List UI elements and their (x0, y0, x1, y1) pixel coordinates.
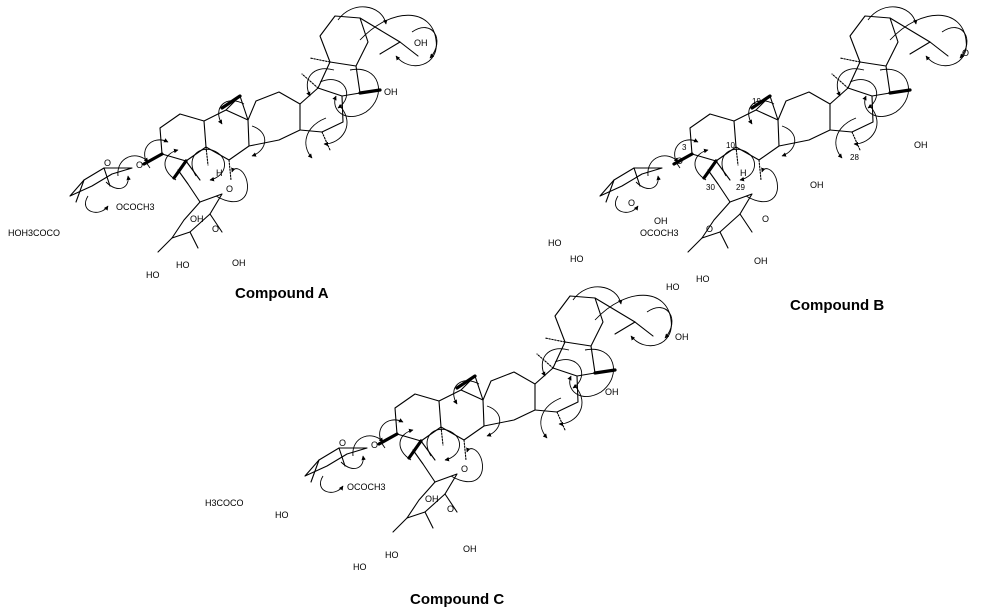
compound-a-label-10: OH (232, 258, 246, 268)
compound-b-label-21: 28 (850, 153, 859, 162)
compound-a-label-7: OH (190, 214, 204, 224)
compound-c-label-6: H3COCO (205, 498, 244, 508)
compound-c-label-3: O (371, 440, 378, 450)
compound-c-label-4: O (339, 438, 346, 448)
compound-c-label-8: O (461, 464, 468, 474)
compound-b-label-8: HO (570, 254, 584, 264)
compound-a-label-1: OH (414, 38, 428, 48)
compound-c-label-1: OH (675, 332, 689, 342)
compound-b-label-9: O (706, 224, 713, 234)
compound-b-label-12: OH (754, 256, 768, 266)
compound-b-label-5: O (628, 198, 635, 208)
compound-b-label-3: OH (810, 180, 824, 190)
compound-b-label-17: 10 (726, 141, 735, 150)
compound-c-label-12: HO (353, 562, 367, 572)
compound-b-label-11: O (762, 214, 769, 224)
compound-c-label-13: HO (385, 550, 399, 560)
compound-b-label-15: H (740, 168, 747, 178)
compound-c-caption: Compound C (410, 591, 504, 608)
compound-c-structure: OH OH O O OCOCH3 H3COCO HO O OH O OH HO … (205, 287, 689, 608)
compound-a-label-6: HOH3COCO (8, 228, 60, 238)
compound-a-caption: Compound A (235, 285, 329, 302)
compound-a-label-2: OH (384, 87, 398, 97)
compound-b-label-6: OCOCH3 (640, 228, 679, 238)
compound-c-label-11: OH (463, 544, 477, 554)
compound-b-label-18: 3 (682, 143, 687, 152)
compound-b-label-20: 29 (736, 183, 745, 192)
compound-b-caption: Compound B (790, 297, 884, 314)
compound-c-label-2: OH (605, 387, 619, 397)
compound-b-label-14: HO (696, 274, 710, 284)
compound-b-label-16: 19 (752, 97, 761, 106)
compound-a-label-3: O (136, 160, 143, 170)
compound-a-structure: OH OH O O OCOCH3 HOH3COCO OH O O OH HO H… (8, 7, 437, 302)
compound-b-structure: O OH OH O O OCOCH3 HO HO O OH O OH HO HO… (548, 7, 969, 314)
compound-b-label-10: OH (654, 216, 668, 226)
compound-a-label-9: O (212, 224, 219, 234)
compound-b-label-7: HO (548, 238, 562, 248)
compound-a-label-12: HO (176, 260, 190, 270)
compound-a-label-8: O (226, 184, 233, 194)
compound-a-label-4: O (104, 158, 111, 168)
compound-b-label-1: O (962, 48, 969, 58)
compound-b-label-2: OH (914, 140, 928, 150)
compound-b-label-13: HO (666, 282, 680, 292)
compound-c-label-9: OH (425, 494, 439, 504)
compound-c-label-7: HO (275, 510, 289, 520)
compound-a-label-11: HO (146, 270, 160, 280)
compound-c-label-5: OCOCH3 (347, 482, 386, 492)
compound-a-label-5: OCOCH3 (116, 202, 155, 212)
compound-b-label-19: 30 (706, 183, 715, 192)
compound-c-label-10: O (447, 504, 454, 514)
compound-b-label-4: O (676, 156, 683, 166)
compound-a-label-13: H (216, 168, 223, 178)
